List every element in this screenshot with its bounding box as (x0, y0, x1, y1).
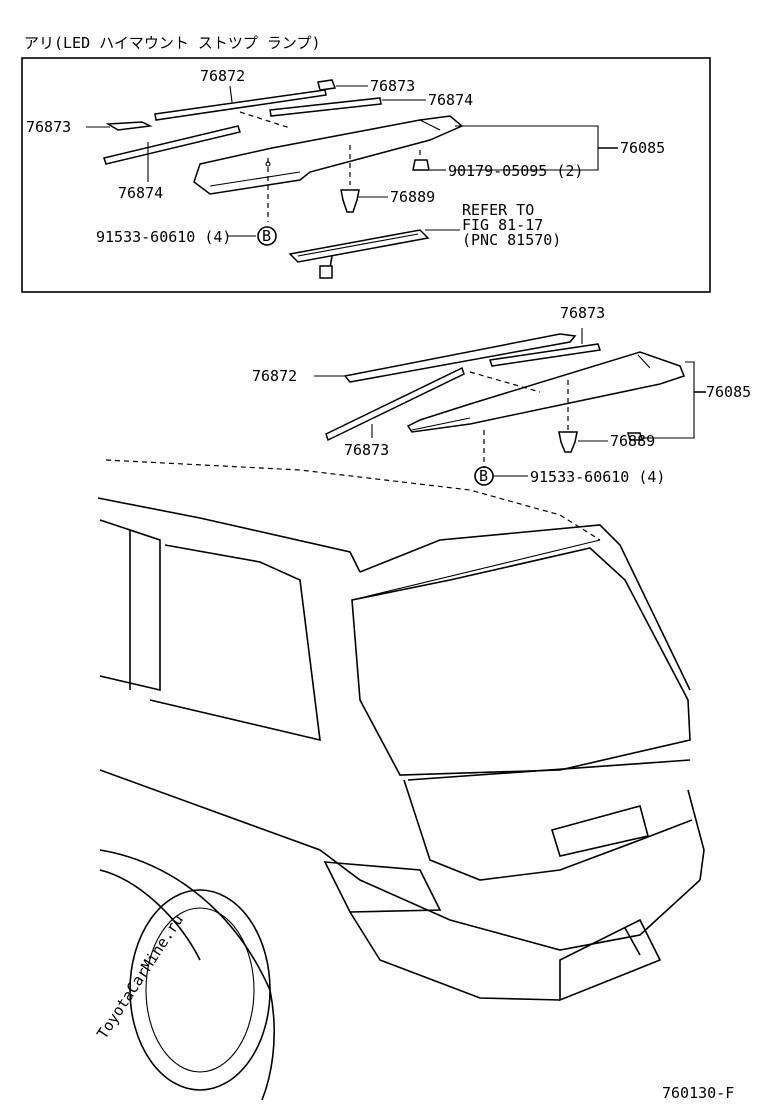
lower-callout-b (474, 466, 494, 486)
label-upper-76873-left: 76873 (26, 118, 71, 136)
lower-pad-icon (627, 432, 643, 441)
upper-molding-76874-right (269, 97, 382, 117)
label-lower-76872: 76872 (252, 367, 297, 385)
label-upper-76873-right: 76873 (370, 77, 415, 95)
upper-bolt-icon (412, 150, 430, 171)
label-refer-line3: (PNC 81570) (462, 231, 561, 249)
upper-end-cap-76873-right (317, 79, 337, 91)
label-upper-76085: 76085 (620, 139, 665, 157)
label-upper-screw: 91533-60610 (4) (96, 228, 231, 246)
label-refer-line2: FIG 81-17 (462, 216, 543, 234)
label-lower-76873-bottom: 76873 (344, 441, 389, 459)
upper-clip-icon (340, 145, 360, 213)
upper-callout-b (257, 226, 277, 246)
label-upper-76872: 76872 (200, 67, 245, 85)
upper-molding-76872 (154, 89, 327, 121)
watermark: ToyotaCarMine.ru (93, 911, 187, 1042)
lower-clip-icon (558, 380, 578, 453)
lower-molding-76873-top (343, 333, 577, 383)
lower-molding-76872 (489, 343, 601, 367)
upper-callout-b-text: B (262, 227, 271, 245)
upper-spoiler-76085 (193, 115, 464, 195)
figure-code: 760130-F (662, 1084, 734, 1102)
variant-title: アリ(LED ハイマウント ストツプ ランプ) (24, 34, 321, 52)
label-lower-76085: 76085 (706, 383, 751, 401)
label-upper-76874-right: 76874 (428, 91, 473, 109)
label-refer-line1: REFER TO (462, 201, 534, 219)
lower-spoiler-76085 (406, 351, 685, 433)
label-upper-bolt: 90179-05095 (2) (448, 162, 583, 180)
lower-molding-76873-bottom (325, 366, 465, 442)
label-upper-clip: 76889 (390, 188, 435, 206)
led-variant-frame (21, 57, 711, 293)
vehicle-rear-view (97, 459, 705, 1101)
label-lower-screw: 91533-60610 (4) (530, 468, 665, 486)
upper-molding-76874-left (103, 125, 241, 165)
label-lower-clip: 76889 (610, 432, 655, 450)
upper-end-cap-76873-left (105, 121, 153, 131)
label-lower-76873-top: 76873 (560, 304, 605, 322)
label-upper-76874-left: 76874 (118, 184, 163, 202)
lower-callout-b-text: B (479, 467, 488, 485)
led-stop-lamp-icon (288, 229, 430, 279)
